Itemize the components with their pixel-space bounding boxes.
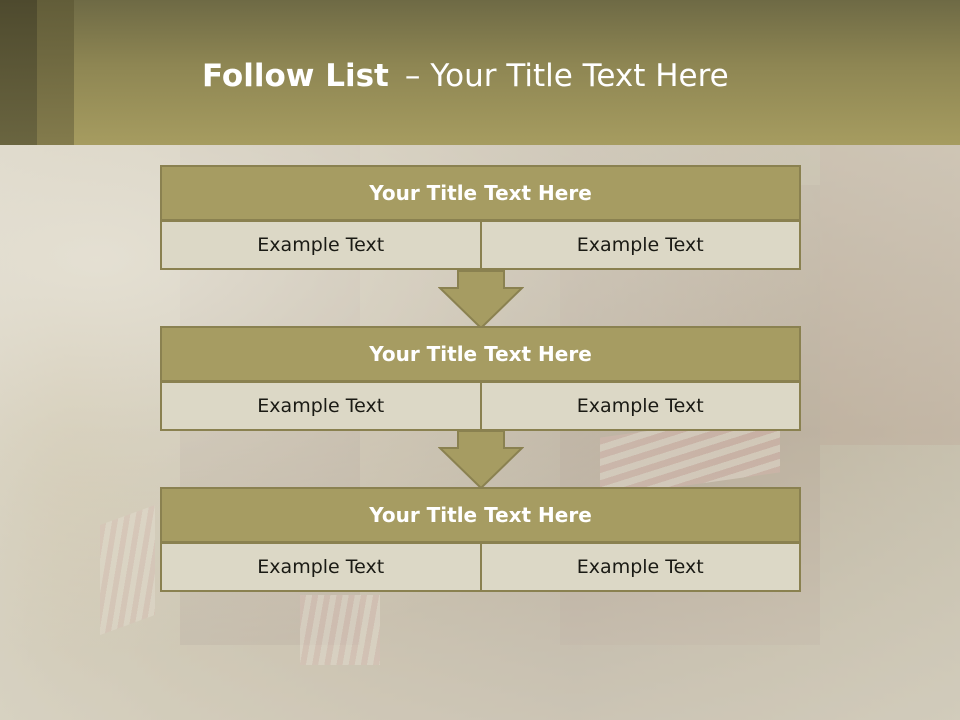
slide-title-dash: – <box>404 58 421 94</box>
slide-title: Follow List–Your Title Text Here <box>202 56 729 96</box>
list-block: Your Title Text Here Example Text Exampl… <box>160 326 801 431</box>
block-cell-right: Example Text <box>479 542 801 592</box>
header-accent-strip <box>0 0 37 145</box>
down-arrow-icon <box>438 430 524 490</box>
list-block: Your Title Text Here Example Text Exampl… <box>160 487 801 592</box>
header-accent-strip <box>37 0 74 145</box>
block-cell-right: Example Text <box>479 220 801 270</box>
block-row: Example Text Example Text <box>160 220 801 270</box>
block-cell-left: Example Text <box>160 381 482 431</box>
block-row: Example Text Example Text <box>160 381 801 431</box>
block-cell-left: Example Text <box>160 220 482 270</box>
header-band: Follow List–Your Title Text Here <box>0 0 960 145</box>
down-arrow-icon <box>438 270 524 330</box>
block-cell-right: Example Text <box>479 381 801 431</box>
block-title: Your Title Text Here <box>160 487 801 543</box>
block-title: Your Title Text Here <box>160 326 801 382</box>
slide-title-rest: Your Title Text Here <box>430 58 729 94</box>
list-block: Your Title Text Here Example Text Exampl… <box>160 165 801 270</box>
slide-title-bold: Follow List <box>202 58 389 94</box>
block-cell-left: Example Text <box>160 542 482 592</box>
block-title: Your Title Text Here <box>160 165 801 221</box>
block-row: Example Text Example Text <box>160 542 801 592</box>
